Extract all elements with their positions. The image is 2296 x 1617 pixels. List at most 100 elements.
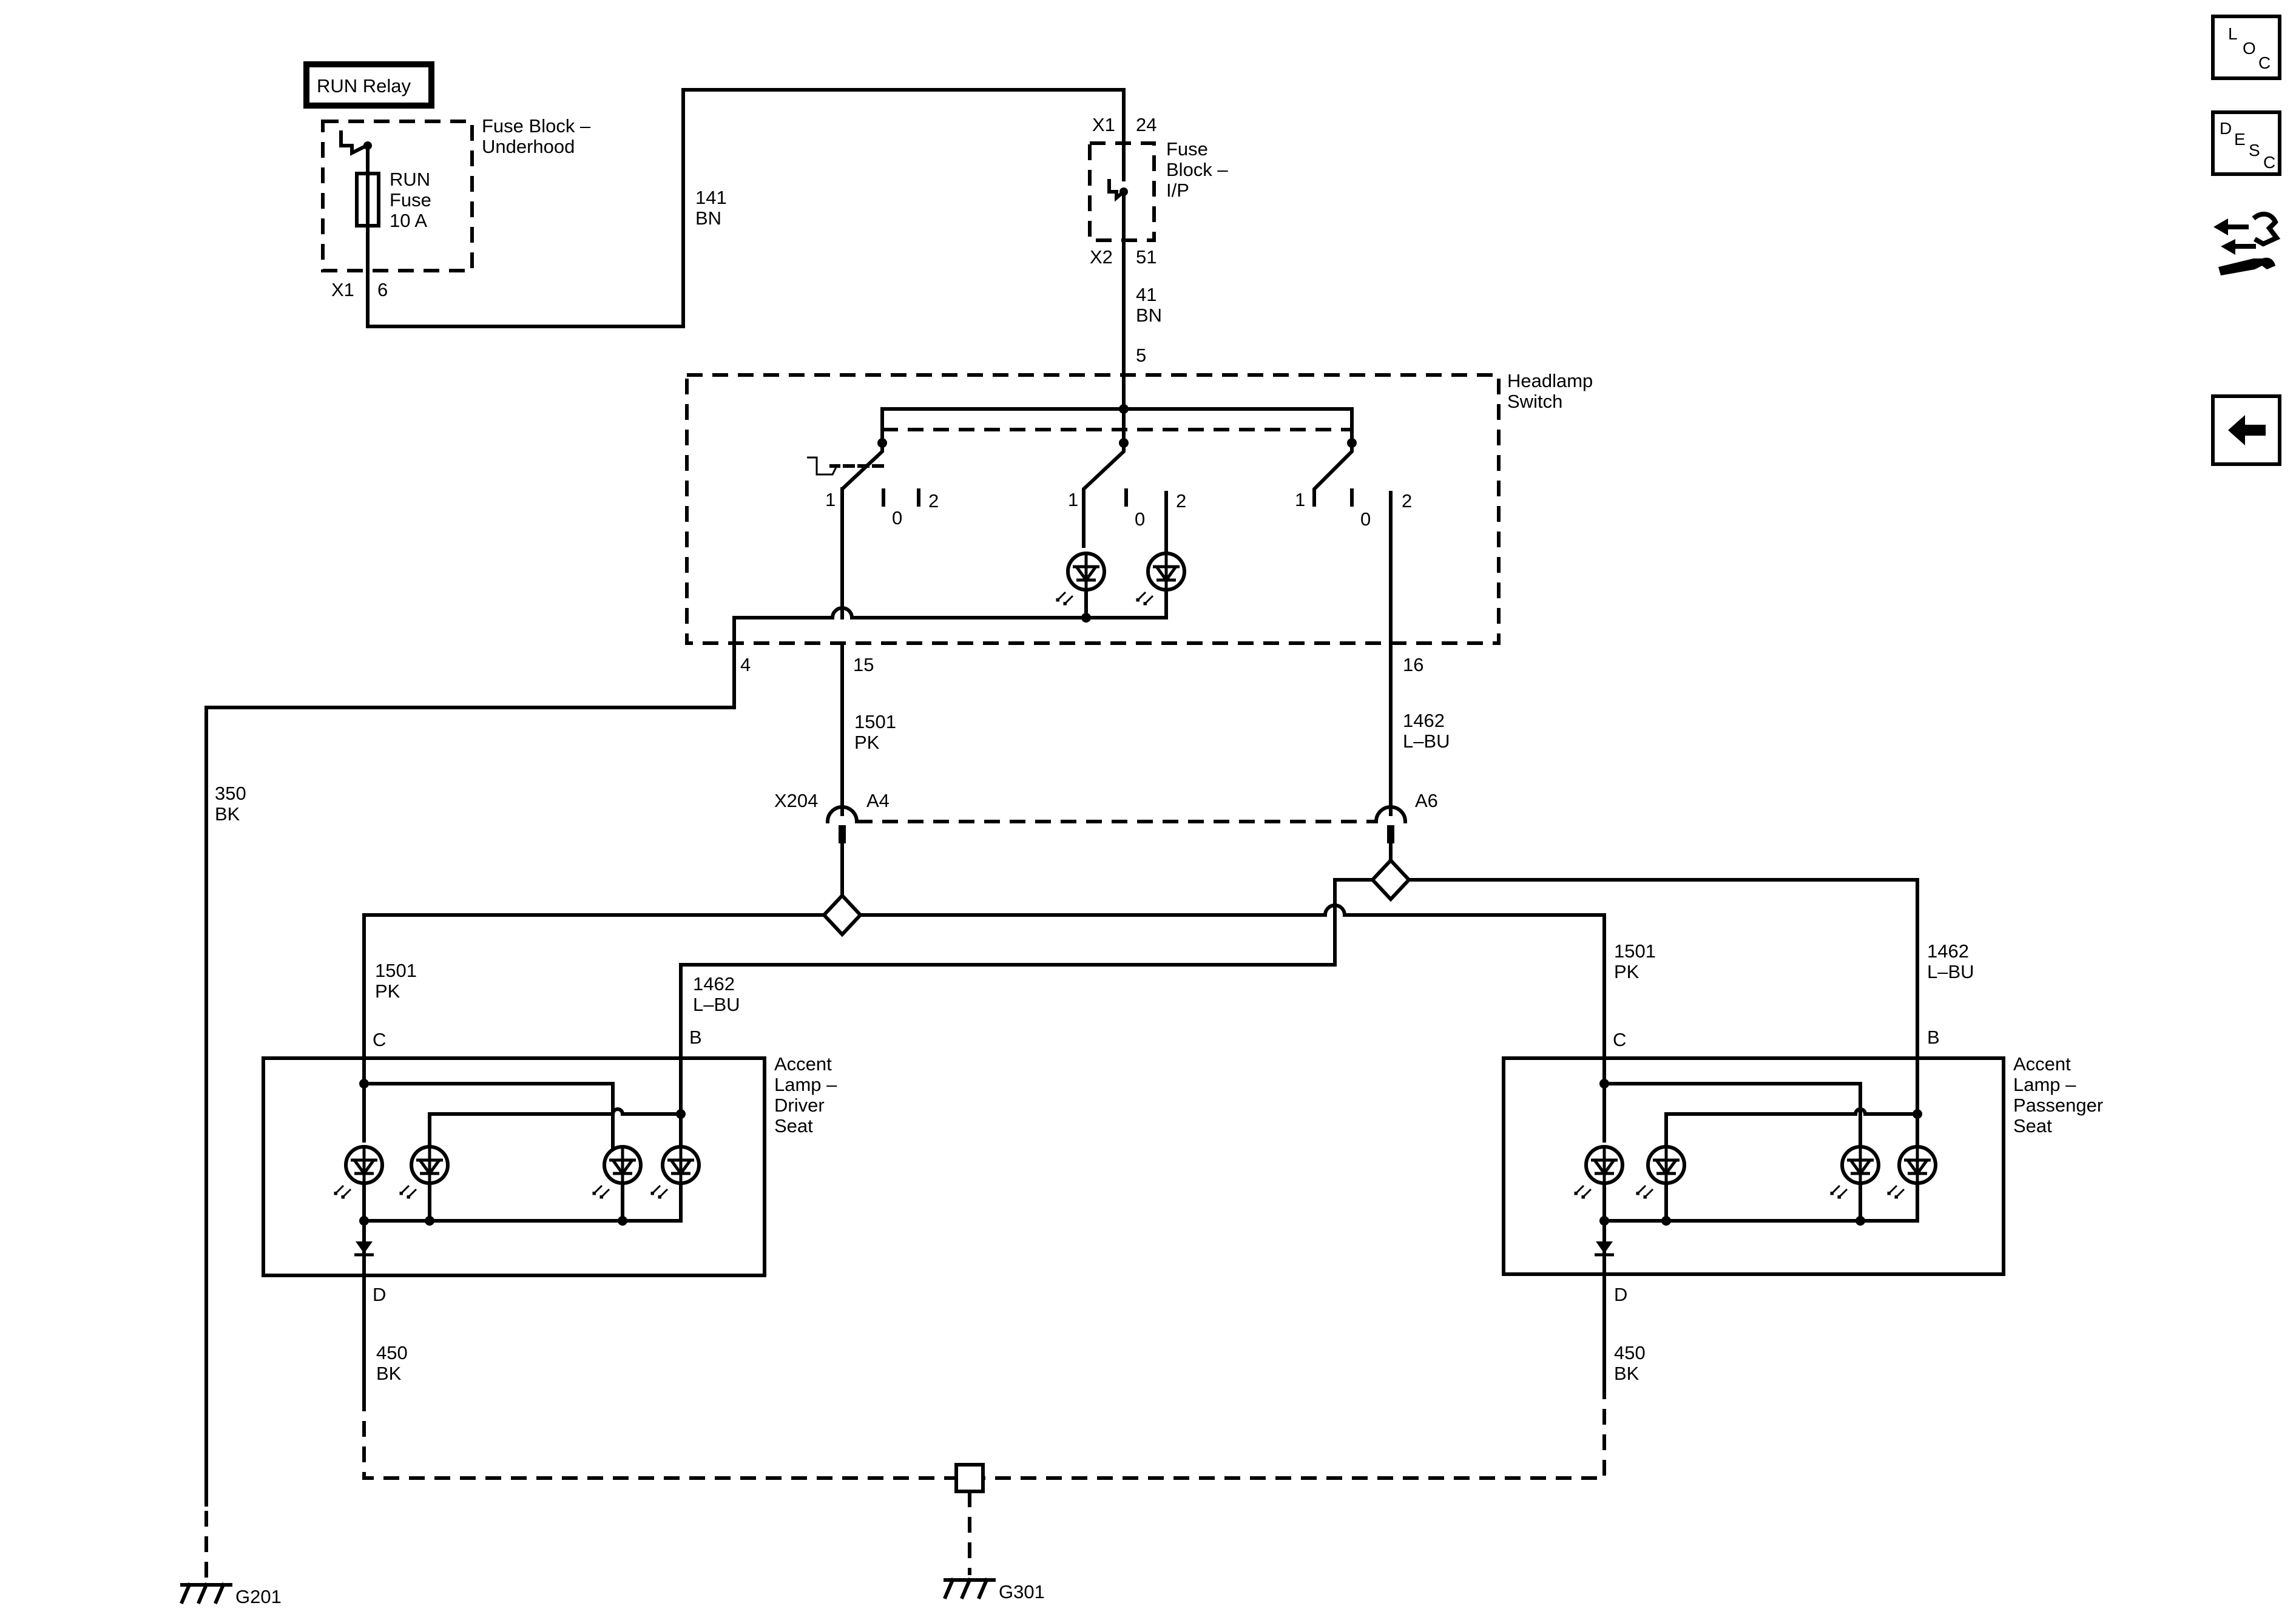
wire-450-pas-number: 450 <box>1614 1342 1646 1363</box>
fuse-block-ip-label-3: I/P <box>1166 180 1189 201</box>
switch-2-pos-0: 0 <box>1135 508 1145 530</box>
accent-lamp-driver-label-1: Accent <box>774 1053 832 1075</box>
driver-diode <box>354 1219 374 1277</box>
fuse-block-underhood-label-2: Underhood <box>482 136 575 157</box>
wire-1501-pk-passenger <box>859 903 1606 1143</box>
switch-3-pos-2: 2 <box>1402 490 1412 511</box>
wire-141-number: 141 <box>695 187 727 208</box>
splice-1501 <box>821 893 863 937</box>
switch-2-pos-1: 1 <box>1068 489 1078 510</box>
driver-pin-b-label: B <box>689 1027 702 1048</box>
diagnostic-tools-button[interactable] <box>2211 200 2281 275</box>
switch-1-pos-1: 1 <box>825 489 836 510</box>
driver-pin-c-label: C <box>373 1029 386 1050</box>
accent-lamp-passenger-label-4: Seat <box>2013 1115 2052 1136</box>
accent-lamp-passenger-label-2: Lamp – <box>2013 1074 2076 1095</box>
accent-lamp-driver-box <box>262 1056 766 1277</box>
run-fuse-label-2: Fuse <box>390 189 431 211</box>
connector-wrench-icon <box>2213 211 2281 275</box>
switch-indicator-led-1 <box>1057 553 1104 604</box>
back-button[interactable] <box>2211 394 2281 466</box>
fuse-block-ip-label-2: Block – <box>1166 159 1228 180</box>
wire-1501-pas-number: 1501 <box>1614 940 1656 962</box>
passenger-led-4 <box>1888 1147 1936 1198</box>
headlamp-switch-outline <box>685 373 1501 645</box>
wire-1501-drv-color: PK <box>375 981 400 1002</box>
switch-3: 1 0 2 <box>1295 441 1412 645</box>
wire-450-pas-color: BK <box>1614 1363 1639 1384</box>
fuse-block-ip-label-1: Fuse <box>1166 138 1208 160</box>
ip-out-connector-label: X2 <box>1090 246 1113 268</box>
accent-lamp-passenger-label-1: Accent <box>2013 1053 2071 1075</box>
switch-2: 1 0 2 <box>1057 441 1186 623</box>
desc-letter-s: S <box>2249 141 2260 160</box>
fuse-block-underhood-outline <box>321 120 474 272</box>
driver-lamp-circuit <box>359 1079 686 1226</box>
driver-led-4 <box>652 1147 699 1198</box>
run-relay-label: RUN Relay <box>317 75 411 96</box>
wire-450-drv-color: BK <box>376 1363 402 1384</box>
wire-350-number: 350 <box>215 783 246 804</box>
driver-led-2 <box>400 1147 448 1198</box>
x204-pin-a4-label: A4 <box>866 790 890 811</box>
ip-out-pin-label: 51 <box>1136 246 1156 268</box>
desc-letter-d: D <box>2220 119 2232 138</box>
loc-button[interactable]: L O C <box>2211 15 2281 80</box>
switch-bus <box>877 404 1357 448</box>
switch-1: 1 0 2 <box>807 441 939 619</box>
run-fuse-label-3: 10 A <box>390 210 427 231</box>
wire-41-number: 41 <box>1136 284 1156 305</box>
wire-1462-drv-number: 1462 <box>693 973 735 994</box>
wire-1501-pas-color: PK <box>1614 961 1639 982</box>
wire-1462-sw-color: L–BU <box>1403 731 1450 752</box>
passenger-led-1 <box>1575 1147 1622 1198</box>
fuse-block-underhood-label-1: Fuse Block – <box>482 115 591 137</box>
connector-x204 <box>825 805 1408 843</box>
passenger-pin-c-label: C <box>1613 1029 1626 1050</box>
driver-led-3 <box>593 1147 641 1198</box>
wire-350-color: BK <box>215 803 240 825</box>
wire-350-bk <box>204 641 736 1507</box>
wire-1462-pas-color: L–BU <box>1927 961 1974 982</box>
ip-in-connector-label: X1 <box>1092 114 1115 135</box>
run-relay-box: RUN Relay <box>303 61 434 109</box>
switch-3-pos-0: 0 <box>1360 508 1371 530</box>
switch-3-pos-1: 1 <box>1295 489 1305 510</box>
headlamp-switch-label-1: Headlamp <box>1507 370 1593 391</box>
x204-pin-a6-label: A6 <box>1415 790 1438 811</box>
wire-141-color: BN <box>695 208 721 229</box>
switch-pin-5-label: 5 <box>1136 345 1146 366</box>
loc-letter-o: O <box>2243 39 2256 58</box>
wire-1501-pk-driver <box>362 913 826 1143</box>
driver-led-1 <box>335 1147 382 1198</box>
wire-1501-drv-number: 1501 <box>375 960 417 981</box>
wire-1462-drv-color: L–BU <box>693 994 740 1015</box>
x204-label: X204 <box>774 790 818 811</box>
g201-label: G201 <box>235 1586 282 1607</box>
wire-1462-lbu-driver <box>679 878 1374 1110</box>
run-fuse-label-1: RUN <box>390 169 430 190</box>
ip-fuse-contact <box>1107 126 1128 242</box>
wire-1501-sw-number: 1501 <box>854 711 896 732</box>
underhood-pin-label: 6 <box>377 279 388 300</box>
splice-1462 <box>1369 857 1412 902</box>
desc-button[interactable]: D E S C <box>2211 110 2281 176</box>
loc-letter-c: C <box>2258 53 2271 72</box>
passenger-lamp-circuit <box>1599 1079 1922 1226</box>
passenger-led-3 <box>1831 1147 1879 1198</box>
wire-1462-sw-number: 1462 <box>1403 710 1445 731</box>
ip-in-pin-label: 24 <box>1136 114 1156 135</box>
ground-g301-symbol <box>943 1578 996 1599</box>
loc-letter-l: L <box>2228 24 2238 43</box>
headlamp-switch-label-2: Switch <box>1507 391 1562 412</box>
switch-pin-16-label: 16 <box>1403 654 1423 675</box>
switch-ground-bus <box>732 606 1168 645</box>
switch-pin-15-label: 15 <box>853 654 874 675</box>
switch-1-pos-2: 2 <box>928 490 939 511</box>
accent-lamp-passenger-box <box>1502 1056 2005 1276</box>
accent-lamp-driver-label-2: Lamp – <box>774 1074 837 1095</box>
switch-1-pos-0: 0 <box>892 507 902 528</box>
passenger-pin-d-label: D <box>1614 1284 1627 1305</box>
underhood-connector-label: X1 <box>331 279 354 300</box>
